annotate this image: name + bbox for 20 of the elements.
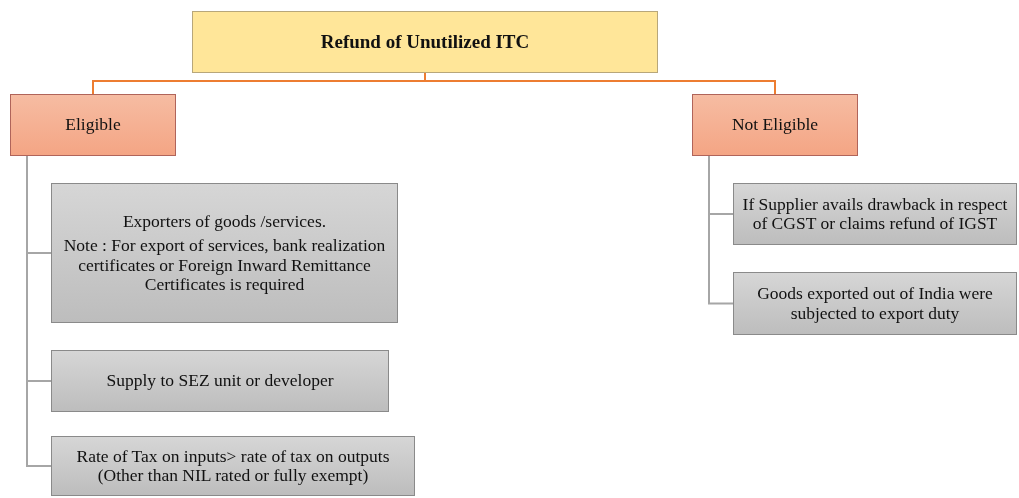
condition-box xyxy=(51,436,415,496)
condition-box xyxy=(733,272,1017,335)
box-label: Goods exported out of India were subjected to export duty xyxy=(756,284,994,323)
condition-box xyxy=(51,183,398,323)
box-label: Exporters of goods /services. xyxy=(122,212,327,232)
box-label: Rate of Tax on inputs> rate of tax on outputs (Other than NIL rated or fully exempt) xyxy=(75,446,391,486)
connector-line xyxy=(708,155,734,305)
title-box xyxy=(192,11,658,73)
box-label: Not Eligible xyxy=(732,115,818,135)
condition-box xyxy=(733,183,1017,245)
box-label: Supply to SEZ unit or developer xyxy=(106,371,334,391)
box-label: Eligible xyxy=(65,115,121,135)
category-box xyxy=(10,94,176,156)
box-label: Refund of Unutilized ITC xyxy=(320,31,530,53)
connector-line xyxy=(26,155,52,467)
box-label: If Supplier avails drawback in respect of CGST or claims refund of IGST xyxy=(741,194,1009,234)
note-text: Note : For export of services, bank realization certificates or Foreign Inward Remittance Certificates is required xyxy=(62,236,387,294)
condition-box xyxy=(51,350,389,412)
category-box xyxy=(692,94,858,156)
connector-line xyxy=(424,72,776,95)
